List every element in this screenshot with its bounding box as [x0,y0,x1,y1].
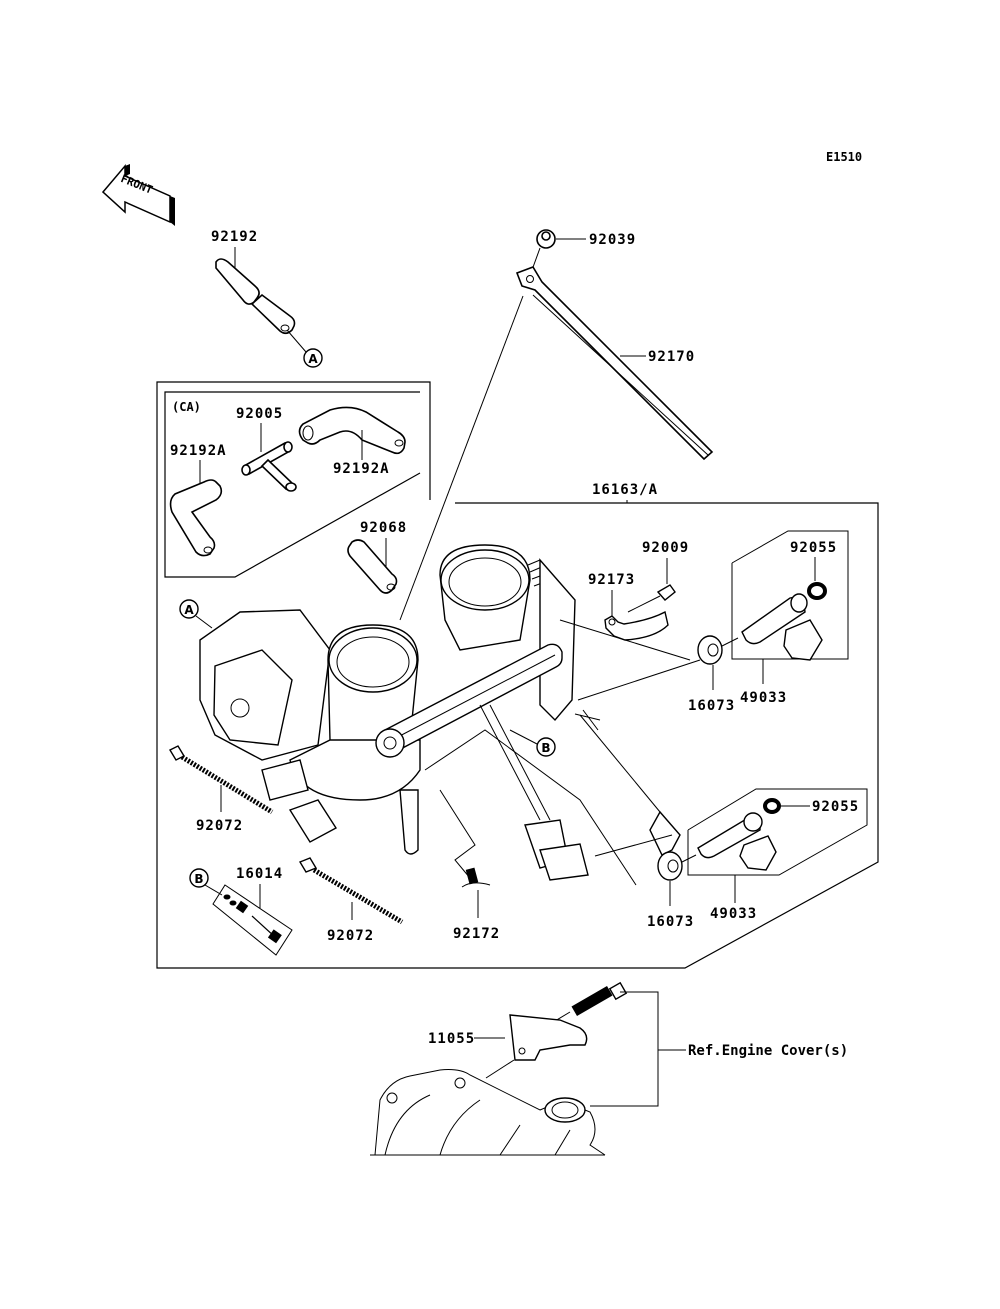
part-92072-band-mid[interactable]: 92072 [298,857,404,944]
part-label-92173: 92173 [588,572,635,588]
part-label-16014: 16014 [236,866,283,882]
part-label-92005: 92005 [236,406,283,422]
part-label-92055-bottom: 92055 [812,799,859,815]
part-label-16073-bottom: 16073 [647,914,694,930]
part-92192a-right-hose[interactable]: 92192A [298,406,406,477]
ref-mark-a-top [303,348,323,368]
part-label-92039: 92039 [589,232,636,248]
part-92170-stay[interactable]: 92170 [399,266,714,621]
part-label-92068: 92068 [360,520,407,536]
part-16014-screw-kit[interactable]: B 16014 [189,866,293,956]
svg-text:A: A [308,352,318,366]
part-label-92170: 92170 [648,349,695,365]
ref-mark-b-kit [189,868,209,888]
ref-mark-a [179,599,199,619]
svg-text:A: A [184,603,194,617]
part-92072-band-left[interactable]: 92072 [169,745,274,834]
engine-cover[interactable]: 11055 Ref.Engine Cover(s) [370,981,848,1156]
part-92192-hose[interactable]: 92192 A [211,229,323,368]
part-92055-oring-bottom[interactable] [763,798,781,814]
part-label-92055-top: 92055 [790,540,837,556]
part-16073-seal-bottom[interactable] [657,851,683,881]
diagram-code: E1510 [826,150,862,164]
part-92173-clamp[interactable]: 92173 [588,572,669,641]
injector-group-bottom: 92055 49033 16073 [647,788,868,930]
part-49033-injector-top[interactable] [741,593,823,661]
part-label-92192a-right: 92192A [333,461,390,477]
part-49033-injector-bottom[interactable] [697,812,777,871]
group-label-ca: (CA) [172,400,201,414]
part-label-11055: 11055 [428,1031,475,1047]
part-92192a-left-hose[interactable]: 92192A [169,443,227,557]
part-label-92009: 92009 [642,540,689,556]
part-92039-bolt[interactable]: 92039 [531,229,636,271]
svg-text:B: B [541,741,550,755]
part-92068-hose[interactable]: 92068 [347,520,407,594]
ca-group-box: (CA) [156,381,879,969]
reference-note-engine-cover: Ref.Engine Cover(s) [688,1043,848,1059]
part-92055-oring-top[interactable] [807,582,827,600]
svg-text:B: B [194,872,203,886]
part-16073-seal-top[interactable] [697,635,723,665]
throttle-body-assembly[interactable]: A B [179,544,701,886]
ref-mark-b [536,737,556,757]
part-label-92072-mid: 92072 [327,928,374,944]
injector-group-top: 92055 49033 16073 [688,530,849,714]
part-label-49033-top: 49033 [740,690,787,706]
part-label-92192a-left: 92192A [170,443,227,459]
front-arrow-icon: FRONT [101,163,175,226]
part-label-16073-top: 16073 [688,698,735,714]
part-label-16163a: 16163/A [592,482,658,498]
part-label-92172: 92172 [453,926,500,942]
part-92009-screw[interactable]: 92009 [627,540,689,613]
part-92172-screw[interactable]: 92172 [453,867,500,942]
part-label-49033-bottom: 49033 [710,906,757,922]
part-92005-joint[interactable]: 92005 [236,406,297,492]
part-label-92192: 92192 [211,229,258,245]
part-label-92072-left: 92072 [196,818,243,834]
